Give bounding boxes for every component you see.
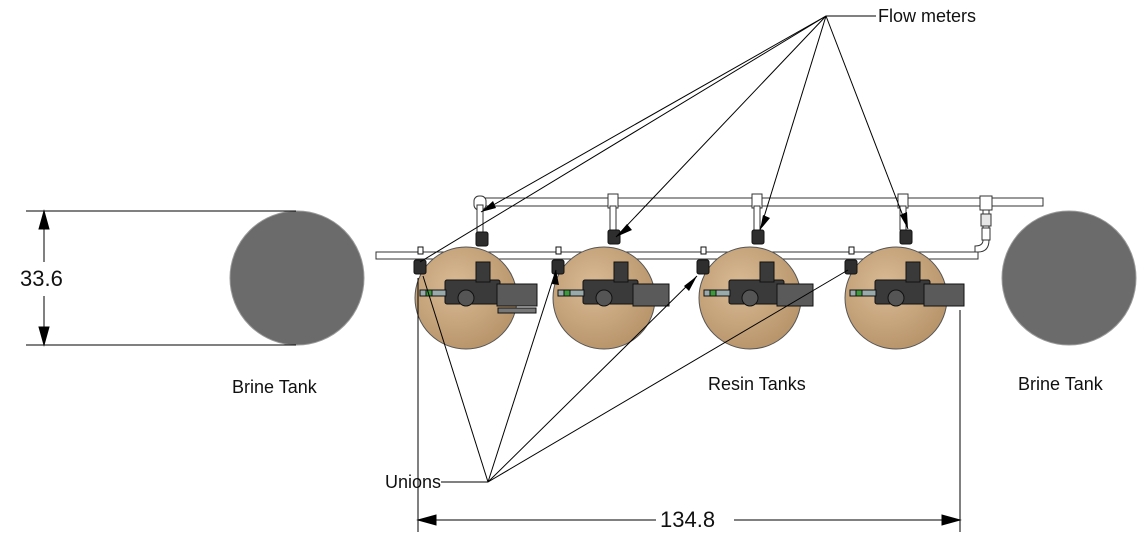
resin-tanks-label: Resin Tanks — [708, 374, 806, 394]
union-leaders — [422, 269, 849, 483]
control-valve-3 — [703, 261, 814, 307]
union-arrowheads — [552, 270, 697, 291]
width-dimension — [416, 278, 962, 532]
unions-label: Unions — [385, 472, 442, 492]
lower-header-pipe — [375, 195, 993, 260]
union-fittings — [413, 246, 858, 275]
height-dimension-value: 33.6 — [20, 266, 63, 291]
control-valve-1 — [419, 261, 538, 314]
brine-tank-right-label: Brine Tank — [1018, 374, 1103, 394]
control-valves — [419, 261, 965, 314]
control-valve-2 — [557, 261, 670, 307]
upper-header-pipe — [473, 193, 1044, 236]
brine-tank-left-label: Brine Tank — [232, 377, 317, 397]
height-dimension — [26, 209, 296, 347]
flow-meter-arrowheads — [481, 201, 908, 237]
flow-meters-label: Flow meters — [878, 6, 977, 26]
brine-tank-left — [229, 210, 365, 346]
flow-meter-fittings — [475, 229, 913, 247]
control-valve-4 — [849, 261, 965, 307]
brine-tank-right — [1001, 210, 1137, 346]
flow-meter-leaders — [419, 15, 909, 263]
width-dimension-value: 134.8 — [660, 507, 716, 532]
